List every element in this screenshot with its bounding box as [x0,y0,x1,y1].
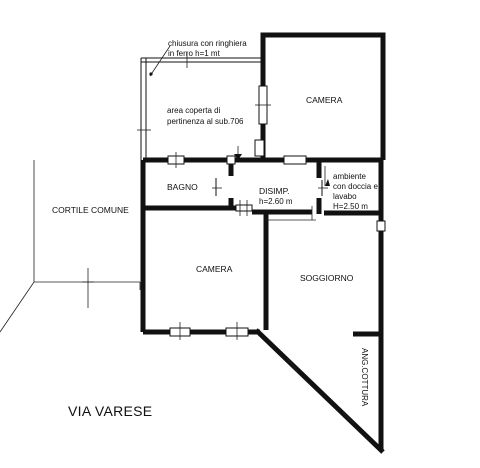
covered-area-label-line1: area coperta di [167,106,221,115]
room-label-living-room: SOGGIORNO [300,273,354,283]
doors [212,139,330,221]
shower-room-label-line1: ambiente [333,172,366,181]
hallway-height-label: h=2.60 m [259,197,293,206]
enclosure-label-line2: in ferro h=1 mt [168,49,221,58]
room-label-bathroom: BAGNO [167,182,198,192]
courtyard-label: CORTILE COMUNE [52,205,129,215]
room-label-kitchenette: ANG.COTTURA [360,348,369,407]
courtyard-boundary [0,160,141,333]
street-name-label: VIA VARESE [68,403,152,419]
windows [167,85,386,425]
shower-room-label-line4: H=2.50 m [333,202,368,211]
room-label-hallway: DISIMP. [259,186,290,196]
railing-enclosure [137,45,262,160]
shower-room-label-line3: lavabo [333,192,357,201]
room-label-bedroom-bottom: CAMERA [196,264,233,274]
covered-area-label-line2: pertinenza al sub.706 [167,117,244,126]
shower-room-label-line2: con doccia e [333,182,378,191]
enclosure-label-line1: chiusura con ringhiera [168,39,247,48]
room-label-bedroom-top: CAMERA [306,95,343,105]
